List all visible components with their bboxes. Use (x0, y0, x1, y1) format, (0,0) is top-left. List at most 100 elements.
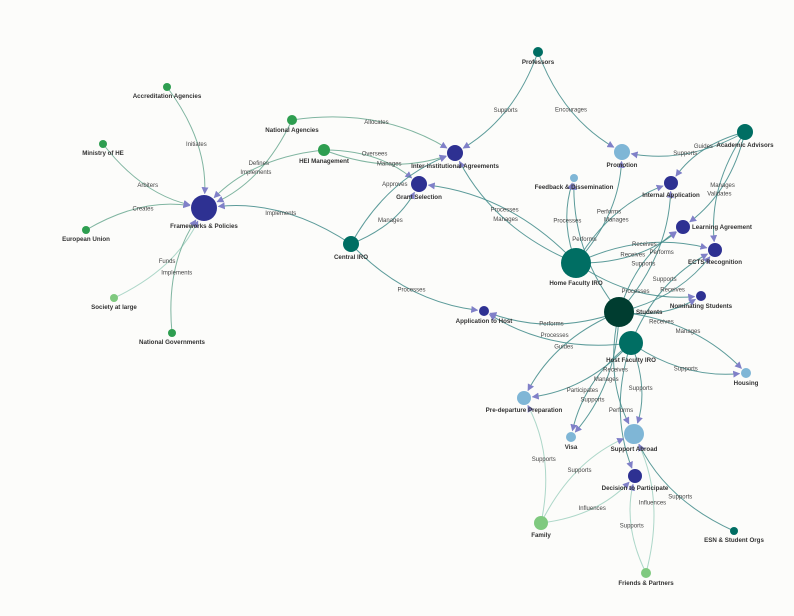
node-label-natagencies: National Agencies (265, 127, 319, 134)
node-label-decision: Decision to Participate (602, 485, 669, 492)
node-label-friends: Friends & Partners (618, 580, 674, 587)
edge-label: Manages (378, 218, 403, 224)
edge-host-visa (570, 342, 632, 432)
node-eu[interactable] (82, 226, 90, 234)
node-central[interactable] (343, 236, 359, 252)
edge-labels-layer: InitiatesArbitersImplementsDefinesCreate… (133, 108, 735, 530)
edge-family-predeparture (527, 404, 547, 524)
edge-label: Participates (567, 388, 598, 394)
edge-friends-supportabroad (638, 443, 655, 574)
edge-label: Receives (603, 367, 628, 373)
edge-label: Supports (673, 151, 697, 157)
edge-label: Supports (668, 495, 692, 501)
node-feedback[interactable] (570, 174, 578, 182)
edge-family-supportabroad (540, 438, 625, 524)
edge-central-frameworks (217, 202, 352, 245)
edge-label: Supports (653, 277, 677, 283)
edge-hei-interinst (323, 149, 447, 165)
node-label-apphost: Application to Host (456, 318, 513, 325)
node-natagencies[interactable] (287, 115, 297, 125)
edge-label: Implements (161, 271, 192, 277)
node-label-host: Host Faculty IRO (606, 357, 656, 364)
edge-label: Influences (579, 506, 606, 512)
node-esn[interactable] (730, 527, 738, 535)
edge-home-grant (427, 182, 577, 264)
edge-label: Processes (491, 207, 519, 213)
edge-esn-supportabroad (638, 443, 735, 532)
node-grant[interactable] (411, 176, 427, 192)
edge-label: Supports (494, 108, 518, 114)
node-home[interactable] (561, 248, 591, 278)
edge-label: Manages (710, 183, 735, 189)
edges-layer (85, 51, 746, 574)
edge-label: Supports (629, 386, 653, 392)
node-hei[interactable] (318, 144, 330, 156)
edge-label: Performs (539, 322, 563, 328)
node-professors[interactable] (533, 47, 543, 57)
edge-host-housing (630, 342, 741, 378)
node-label-grant: Grant Selection (396, 194, 442, 201)
node-students[interactable] (604, 297, 634, 327)
edge-label: Approves (382, 182, 407, 188)
node-decision[interactable] (628, 469, 642, 483)
node-label-eu: European Union (62, 236, 110, 243)
node-label-advisors: Academic Advisors (716, 142, 774, 149)
edge-label: Performs (649, 250, 673, 256)
edge-label: Manages (594, 377, 619, 383)
node-ects[interactable] (708, 243, 722, 257)
node-apphost[interactable] (479, 306, 489, 316)
node-label-family: Family (531, 532, 551, 539)
node-visa[interactable] (566, 432, 576, 442)
node-frameworks[interactable] (191, 195, 217, 221)
edge-label: Oversees (362, 151, 388, 157)
edge-home-ects (575, 241, 708, 264)
edge-label: Receives (649, 319, 674, 325)
node-housing[interactable] (741, 368, 751, 378)
edge-friends-decision (628, 483, 647, 574)
node-label-promotion: Promotion (607, 162, 638, 169)
node-label-predeparture: Pre-departure Preparation (486, 407, 563, 414)
edge-label: Manages (493, 217, 518, 223)
edge-label: Influences (639, 500, 666, 506)
node-friends[interactable] (641, 568, 651, 578)
edge-label: Processes (622, 289, 650, 295)
node-internalapp[interactable] (664, 176, 678, 190)
node-label-students: Students (636, 309, 663, 316)
edge-label: Performs (609, 408, 633, 414)
node-ministry[interactable] (99, 140, 107, 148)
edge-label: Supports (631, 262, 655, 268)
edge-central-grant (350, 191, 415, 245)
node-label-ministry: Ministry of HE (82, 150, 124, 157)
node-natgov[interactable] (168, 329, 176, 337)
edge-host-predeparture (531, 342, 632, 400)
edge-natgov-frameworks (170, 219, 197, 334)
edge-label: Supports (567, 468, 591, 474)
edge-label: Implements (240, 170, 271, 176)
node-nominating[interactable] (696, 291, 706, 301)
nodes-layer (82, 47, 753, 578)
edge-label: Validates (707, 191, 731, 197)
node-label-natgov: National Governments (139, 339, 206, 346)
node-label-central: Central IRO (334, 254, 368, 261)
edge-students-feedback (570, 182, 620, 313)
node-society[interactable] (110, 294, 118, 302)
node-learning[interactable] (676, 220, 690, 234)
node-promotion[interactable] (614, 144, 630, 160)
node-advisors[interactable] (737, 124, 753, 140)
node-label-internalapp: Internal Application (642, 192, 700, 199)
node-accreditation[interactable] (163, 83, 171, 91)
node-family[interactable] (534, 516, 548, 530)
node-host[interactable] (619, 331, 643, 355)
edge-label: Manages (377, 161, 402, 167)
edge-label: Supports (532, 457, 556, 463)
node-label-interinst: Inter-institutional Agreements (411, 163, 499, 170)
edge-label: Arbiters (137, 183, 158, 189)
node-interinst[interactable] (447, 145, 463, 161)
edge-host-decision (619, 342, 633, 469)
edge-students-housing (618, 311, 742, 369)
node-predeparture[interactable] (517, 391, 531, 405)
node-supportabroad[interactable] (624, 424, 644, 444)
node-label-accreditation: Accreditation Agencies (133, 93, 202, 100)
